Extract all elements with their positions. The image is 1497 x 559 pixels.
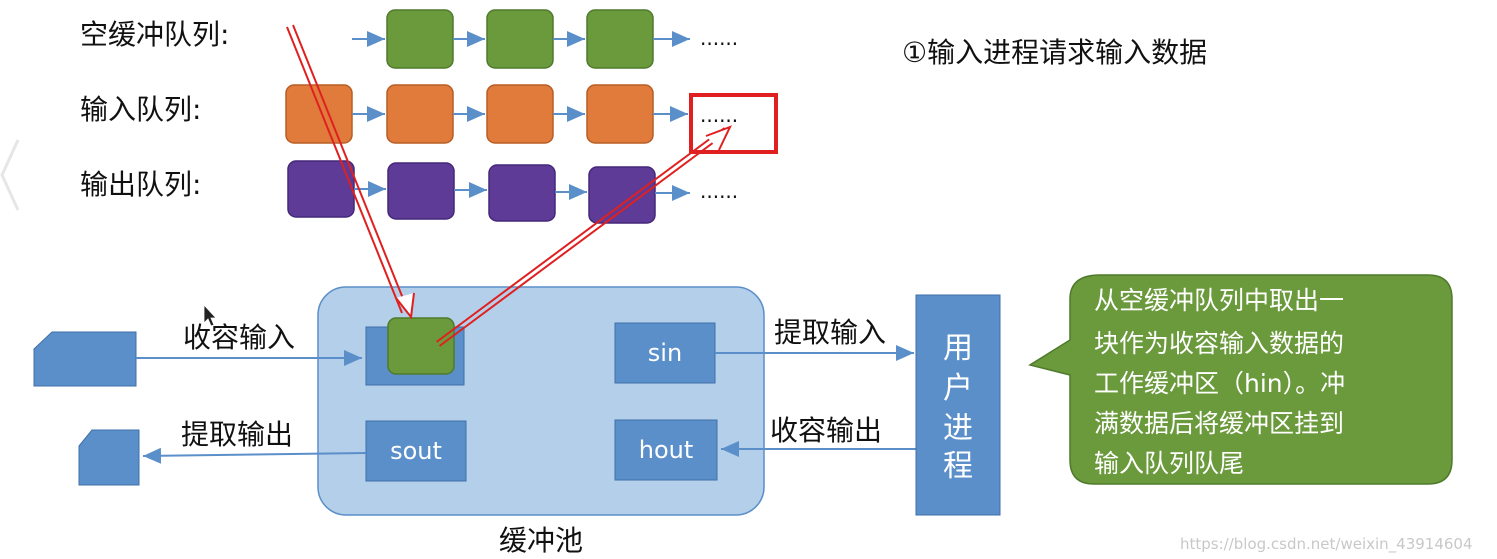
empty-buffer-node <box>586 9 654 69</box>
empty-buffer-node <box>386 9 454 69</box>
buffer-pool-label: 缓冲池 <box>499 524 583 557</box>
sout-label: sout <box>390 437 442 465</box>
step-title: ①输入进程请求输入数据 <box>902 36 1207 69</box>
empty-queue-label: 空缓冲队列: <box>80 18 229 51</box>
empty-queue-ellipsis: ...... <box>700 26 738 50</box>
output-buffer-node <box>488 164 556 222</box>
hout-label: hout <box>639 436 694 464</box>
append-to-input-queue-arrow <box>435 125 732 347</box>
callout-line: 从空缓冲队列中取出一 <box>1094 286 1344 315</box>
user-process <box>915 294 1001 516</box>
input-queue-tail-highlight <box>689 93 778 154</box>
sin-buffer <box>614 322 716 384</box>
user-process-char: 程 <box>943 449 973 484</box>
user-process-char: 进 <box>943 411 973 446</box>
input-queue-ellipsis: ...... <box>700 103 738 127</box>
hout-buffer <box>614 419 718 481</box>
callout-line: 满数据后将缓冲区挂到 <box>1094 409 1344 438</box>
accept-input-label: 收容输入 <box>183 321 295 354</box>
output-buffer-node <box>588 166 656 224</box>
callout-line: 工作缓冲区（hin）。冲 <box>1094 369 1345 398</box>
taken-empty-buffer <box>387 317 455 375</box>
output-queue-label: 输出队列: <box>80 168 201 201</box>
take-from-empty-queue-arrow <box>286 24 415 320</box>
output-device-icon <box>78 429 140 486</box>
watermark-text: https://blog.csdn.net/weixin_43914604 <box>1180 535 1473 554</box>
empty-buffer-node <box>486 9 554 69</box>
callout-line: 块作为收容输入数据的 <box>1094 329 1344 358</box>
accept-output-label: 收容输出 <box>770 414 882 447</box>
sout-buffer <box>365 420 467 482</box>
user-process-char: 户 <box>943 371 973 406</box>
input-buffer-node <box>285 84 353 144</box>
input-buffer-node <box>486 84 554 144</box>
output-queue: ...... <box>287 160 738 224</box>
extract-input-label: 提取输入 <box>774 316 886 349</box>
sin-label: sin <box>648 339 682 367</box>
empty-queue: ...... <box>352 9 738 69</box>
output-queue-ellipsis: ...... <box>700 179 738 203</box>
extract-output-label: 提取输出 <box>181 418 293 451</box>
input-buffer-node <box>386 84 454 144</box>
mouse-cursor-icon <box>203 303 217 327</box>
input-queue-label: 输入队列: <box>80 93 201 126</box>
input-buffer-node <box>586 84 654 144</box>
user-process-char: 用 <box>943 331 973 366</box>
input-queue: ...... <box>285 84 778 154</box>
output-buffer-node <box>387 162 455 220</box>
explanation-callout <box>1028 274 1453 485</box>
chevron-left-icon[interactable] <box>0 139 20 211</box>
input-device-icon <box>33 331 137 387</box>
callout-line: 输入队列队尾 <box>1094 449 1244 478</box>
